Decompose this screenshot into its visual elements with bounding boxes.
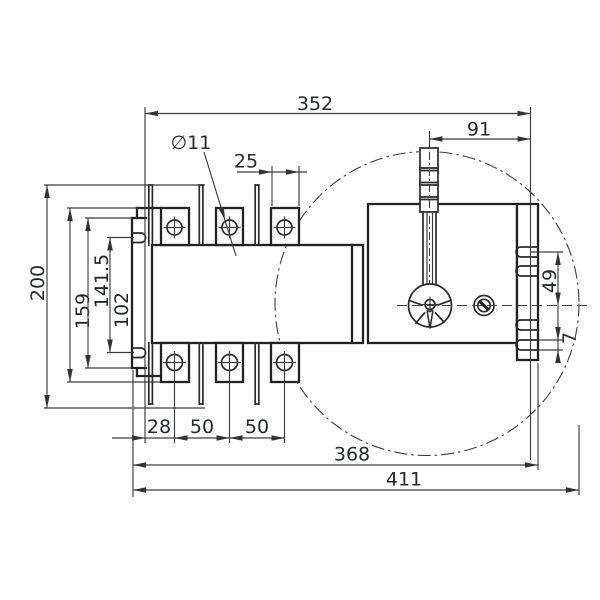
- dimension-25: 25: [234, 151, 307, 206]
- dim-50a-label: 50: [190, 416, 214, 438]
- flange-slot-1: [515, 246, 539, 258]
- dim-368-label: 368: [334, 444, 370, 466]
- dimension-49: 49: [531, 251, 563, 306]
- hole-bottom-3: [273, 351, 296, 374]
- dim-50b-label: 50: [245, 416, 269, 438]
- dim-49-label: 49: [539, 269, 561, 293]
- dim-102-label: 102: [111, 292, 133, 328]
- dimension-411: 411: [133, 425, 580, 495]
- dim-352-label: 352: [297, 93, 333, 115]
- hole-diameter-callout: ∅11: [171, 132, 237, 257]
- flange-slot-2: [515, 265, 539, 277]
- dimension-7: 7: [538, 305, 581, 363]
- dimension-352: 352: [144, 93, 532, 460]
- screw-slot: [478, 299, 490, 312]
- dimension-368: 368: [132, 363, 539, 497]
- dim-7-label: 7: [559, 332, 581, 344]
- right-mounting-flange: [515, 202, 540, 362]
- flange-slot-3: [515, 319, 539, 331]
- hole-top-3: [273, 216, 296, 239]
- dim-28-label: 28: [147, 416, 171, 438]
- left-mounting-bracket: [130, 206, 163, 378]
- dim-411-label: 411: [386, 469, 422, 491]
- dim-91-label: 91: [467, 119, 491, 141]
- dimension-102: 102: [107, 236, 134, 354]
- separator-bar-3: [254, 184, 260, 405]
- hole-bottom-2: [218, 351, 241, 374]
- dim-141-5-label: 141.5: [91, 254, 113, 308]
- dimension-28-50-50: 28 50 50: [112, 371, 286, 443]
- hole-bottom-1: [163, 351, 186, 374]
- dim-200-label: 200: [27, 265, 49, 301]
- dimension-200: 200: [27, 184, 205, 409]
- dim-11-label: ∅11: [171, 132, 212, 154]
- switch-body-left: [150, 243, 365, 345]
- rotary-handle: [407, 283, 453, 329]
- dimension-141-5: 141.5: [85, 217, 132, 369]
- bracket-slot-top: [132, 232, 147, 244]
- dim-25-label: 25: [234, 151, 258, 173]
- dimension-91: 91: [428, 119, 531, 149]
- bracket-slot-bottom: [132, 347, 147, 359]
- flange-slot-4: [515, 339, 539, 351]
- separator-bars: [147, 184, 260, 405]
- hole-top-1: [163, 216, 186, 239]
